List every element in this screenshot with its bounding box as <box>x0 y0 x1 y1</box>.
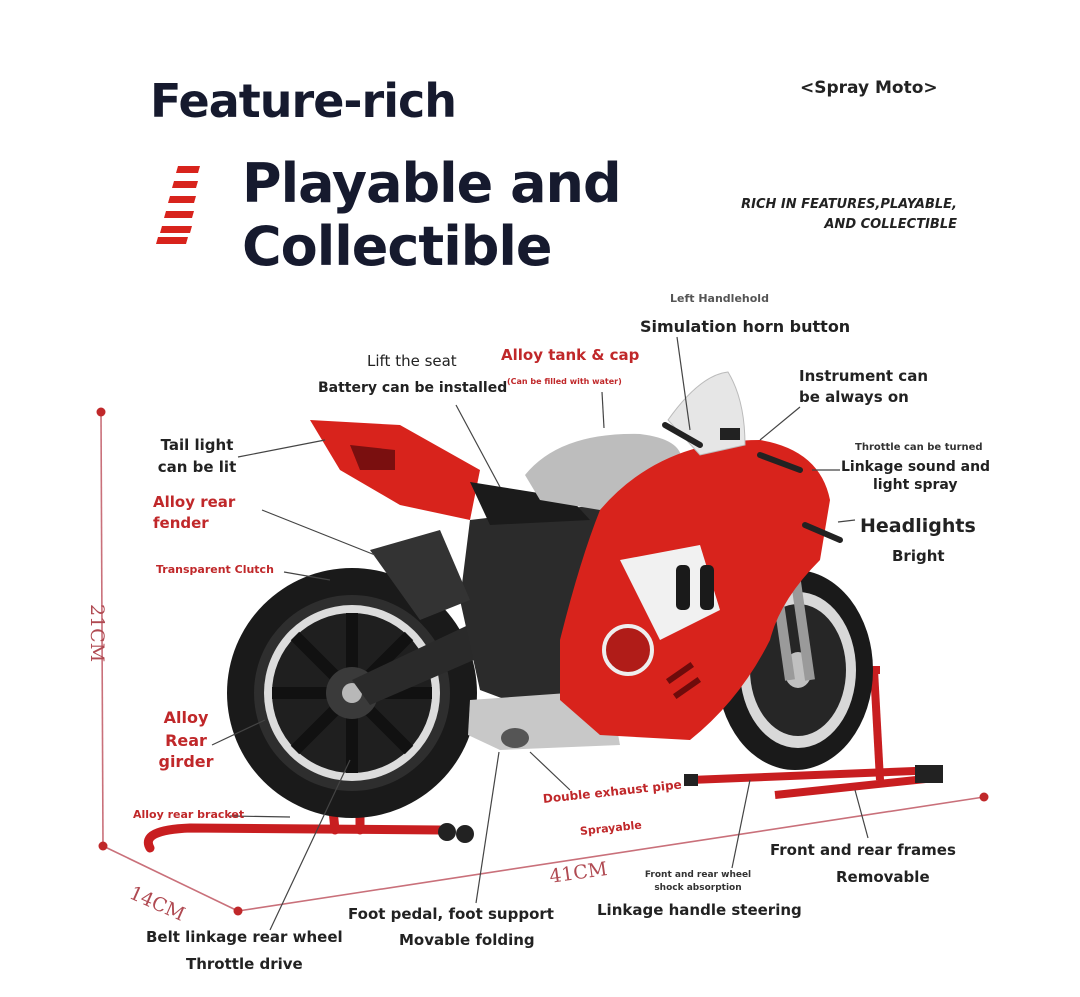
label-tank-note: (Can be filled with water) <box>507 377 622 386</box>
label-instrument-1: Instrument can <box>799 367 929 385</box>
label-linkage-sound-2: light spray <box>873 477 958 493</box>
windscreen <box>667 371 746 456</box>
label-bright: Bright <box>892 547 945 565</box>
label-movable-folding: Movable folding <box>399 931 535 949</box>
label-shock-1: Front and rear wheel <box>644 870 752 880</box>
label-tail-light-1: Tail light <box>160 436 234 454</box>
label-throttle-drive: Throttle drive <box>186 955 303 973</box>
label-rear-fender-1: Alloy rear <box>153 493 236 511</box>
title-feature-rich: Feature-rich <box>150 74 457 128</box>
stripe-accent-icon <box>156 166 200 244</box>
label-lift-seat: Lift the seat <box>367 352 457 370</box>
headlight-icon <box>602 624 654 676</box>
label-rear-girder-1: Alloy <box>163 708 209 727</box>
label-frames-1: Front and rear frames <box>770 841 956 859</box>
seat <box>470 482 590 525</box>
label-linkage-steering: Linkage handle steering <box>597 901 802 919</box>
label-headlights: Headlights <box>860 515 976 537</box>
label-rear-girder-3: girder <box>158 752 214 771</box>
fuel-tank <box>525 433 682 510</box>
label-rear-fender-2: fender <box>153 514 209 532</box>
label-linkage-sound-1: Linkage sound and <box>841 459 991 475</box>
label-foot-pedal: Foot pedal, foot support <box>348 905 554 923</box>
label-alloy-tank: Alloy tank & cap <box>501 346 640 364</box>
leader-lines <box>211 336 869 931</box>
label-throttle-turned: Throttle can be turned <box>855 442 983 453</box>
label-rear-bracket: Alloy rear bracket <box>133 808 245 821</box>
label-left-handlehold: Left Handlehold <box>670 292 769 305</box>
label-frames-2: Removable <box>836 868 930 886</box>
dimension-height: 21CM <box>86 604 108 663</box>
subtitle-line1: RICH IN FEATURES,PLAYABLE, <box>741 197 957 212</box>
label-rear-girder-2: Rear <box>165 731 207 750</box>
rear-wheel <box>227 568 477 818</box>
dimension-lines <box>96 407 989 916</box>
label-transparent-clutch: Transparent Clutch <box>156 563 274 576</box>
label-shock-2: shock absorption <box>654 883 742 893</box>
label-tail-light-2: can be lit <box>157 458 237 476</box>
label-horn-button: Simulation horn button <box>640 317 851 336</box>
label-battery: Battery can be installed <box>318 380 508 396</box>
title-collectible: Collectible <box>242 215 552 278</box>
subtitle-line2: AND COLLECTIBLE <box>824 217 957 232</box>
label-instrument-2: be always on <box>799 388 909 406</box>
label-belt-linkage: Belt linkage rear wheel <box>146 928 343 946</box>
title-playable: Playable and <box>242 152 622 215</box>
brand-tag: <Spray Moto> <box>800 78 938 98</box>
